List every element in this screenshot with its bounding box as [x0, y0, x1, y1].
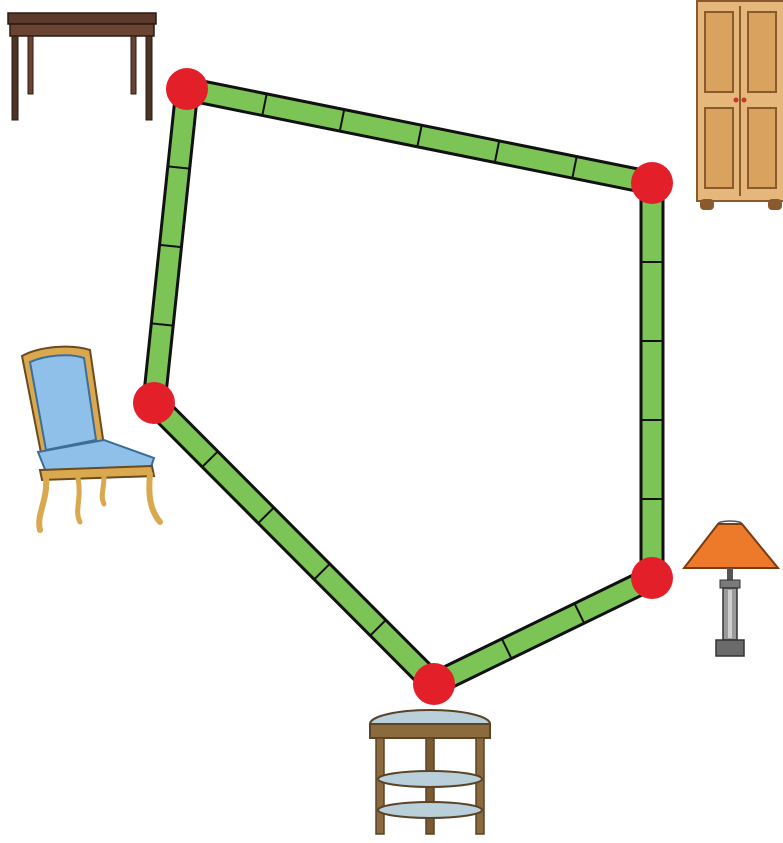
- path-segment: [641, 183, 663, 578]
- chair-node: [133, 382, 175, 424]
- wardrobe-node: [631, 162, 673, 204]
- lamp-node: [631, 557, 673, 599]
- wardrobe-icon: [697, 1, 783, 210]
- path-segment: [429, 568, 657, 694]
- table-node: [166, 68, 208, 110]
- table-icon: [8, 13, 156, 120]
- side-table-icon: [370, 710, 490, 834]
- path-segment: [146, 395, 442, 692]
- lamp-icon: [684, 521, 778, 656]
- path-track: [143, 78, 663, 694]
- chair-icon: [22, 347, 160, 530]
- side-table-node: [413, 663, 455, 705]
